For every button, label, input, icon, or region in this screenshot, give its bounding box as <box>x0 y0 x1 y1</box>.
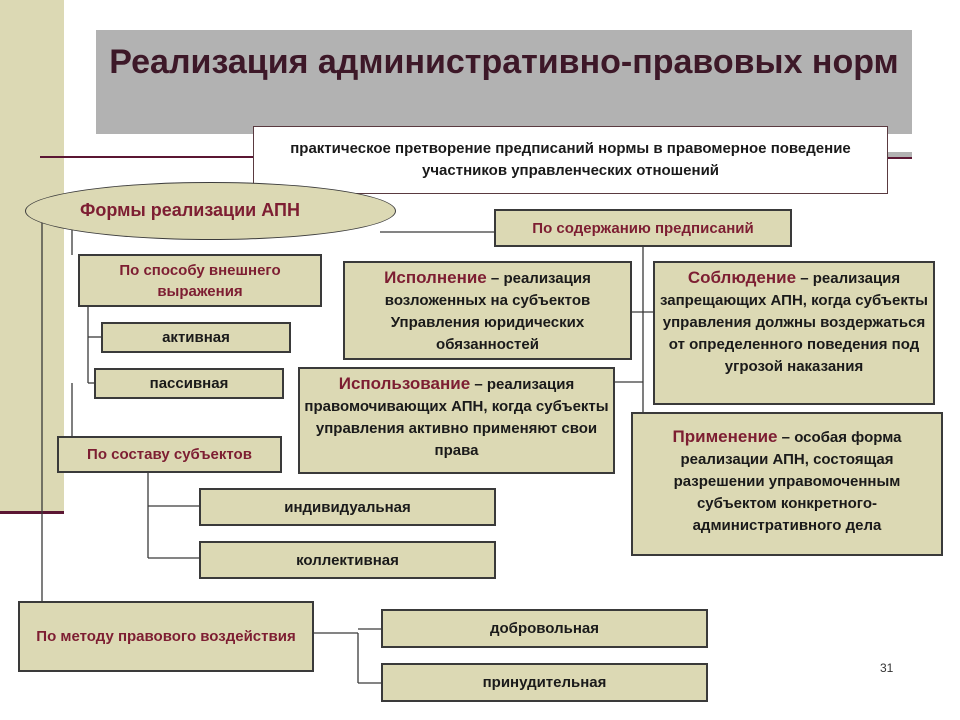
forms-oval <box>25 182 396 240</box>
divider-line-right <box>886 157 912 159</box>
form-use-term: Использование <box>338 374 471 393</box>
category-by-content: По содержанию предписаний <box>494 209 792 247</box>
category-by-method: По методу правового воздействия <box>18 601 314 672</box>
form-observance: Соблюдение – реализация запрещающих АПН,… <box>653 261 935 405</box>
form-execution-dash: – <box>486 270 504 287</box>
page-number: 31 <box>880 661 894 675</box>
category-by-expression: По способу внешнего выражения <box>78 254 322 307</box>
form-execution-text: реализация возложенных на субъектов Упра… <box>384 270 591 353</box>
leaf-active: активная <box>101 322 291 353</box>
leaf-compulsory: принудительная <box>381 663 708 702</box>
form-observance-term: Соблюдение <box>687 268 797 287</box>
form-use: Использование – реализация правомочивающ… <box>298 367 615 474</box>
form-execution-term: Исполнение <box>384 268 487 287</box>
form-use-text: реализация правомочивающих АПН, когда су… <box>304 376 609 459</box>
form-application-term: Применение <box>672 427 778 446</box>
leaf-collective: коллективная <box>199 541 496 579</box>
divider-line-left <box>40 156 255 158</box>
divider-band-right <box>886 152 912 158</box>
form-observance-dash: – <box>796 270 813 287</box>
leaf-voluntary: добровольная <box>381 609 708 648</box>
slide-title: Реализация административно-правовых норм <box>109 43 899 81</box>
sidebar-strip <box>0 0 64 512</box>
form-observance-text: реализация запрещающих АПН, когда субъек… <box>659 270 928 375</box>
title-band <box>96 30 912 134</box>
category-by-subjects: По составу субъектов <box>57 436 282 473</box>
definition-box: практическое претворение предписаний нор… <box>253 126 888 194</box>
form-use-dash: – <box>470 376 487 393</box>
form-application-text: особая форма реализации АПН, состоящая р… <box>673 429 902 534</box>
form-execution: Исполнение – реализация возложенных на с… <box>343 261 632 360</box>
form-application: Применение – особая форма реализации АПН… <box>631 412 943 556</box>
forms-label: Формы реализации АПН <box>80 200 300 220</box>
leaf-individual: индивидуальная <box>199 488 496 526</box>
leaf-passive: пассивная <box>94 368 284 399</box>
sidebar-rule <box>0 511 64 514</box>
form-application-dash: – <box>777 429 795 446</box>
